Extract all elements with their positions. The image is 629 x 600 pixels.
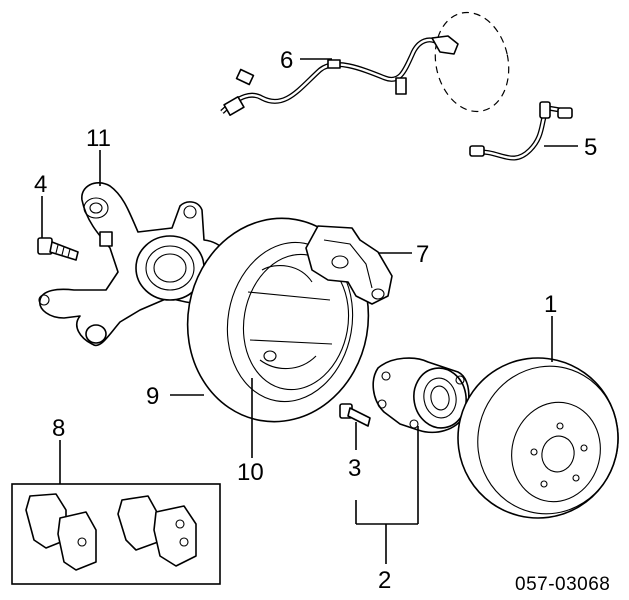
abs-sensor-harness-front: [220, 11, 510, 116]
knuckle-bolt: [37, 237, 79, 261]
callout-3: 3: [348, 455, 361, 482]
callout-9: 9: [146, 383, 159, 410]
abs-sensor-cable-rear: [469, 101, 573, 161]
callout-10: 10: [237, 459, 264, 486]
leader-lines: [41, 58, 578, 564]
callout-11: 11: [86, 125, 111, 152]
callout-6: 6: [280, 47, 293, 74]
callout-1: 1: [544, 291, 557, 318]
caliper-bracket: [305, 225, 393, 305]
callout-7: 7: [416, 241, 429, 268]
callout-5: 5: [584, 134, 597, 161]
brake-pad-kit: [11, 483, 221, 585]
callout-4: 4: [34, 171, 47, 198]
hub-bolt: [339, 403, 371, 427]
steering-knuckle: [38, 182, 234, 347]
brake-rotor: [457, 357, 619, 519]
callout-2: 2: [378, 567, 391, 594]
diagram-code: 057-03068: [515, 574, 610, 595]
callout-8: 8: [52, 415, 65, 442]
hub-bearing-assembly: [372, 357, 470, 434]
